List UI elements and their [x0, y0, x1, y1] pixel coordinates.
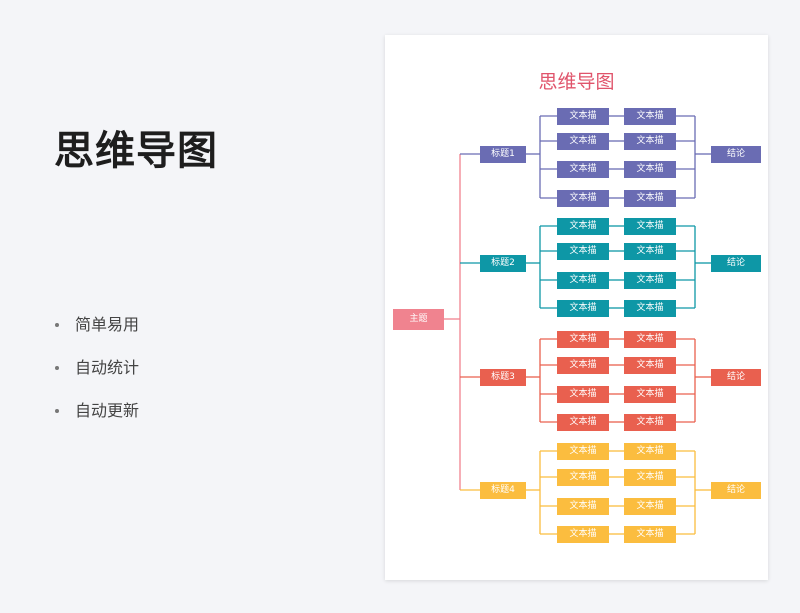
branch-node-3[interactable]: 标题3	[480, 368, 526, 386]
root-node[interactable]: 主题	[393, 308, 444, 330]
conclusion-node[interactable]: 结论	[711, 254, 761, 272]
text-node[interactable]: 文本描	[624, 413, 676, 431]
text-node[interactable]: 文本描	[624, 160, 676, 178]
text-node[interactable]: 文本描	[557, 525, 609, 543]
feature-label: 自动统计	[75, 358, 140, 377]
connector-lines	[444, 115, 711, 535]
text-node[interactable]: 文本描	[557, 330, 609, 348]
text-node[interactable]: 文本描	[557, 271, 609, 289]
text-node[interactable]: 文本描	[624, 385, 676, 403]
text-node[interactable]: 文本描	[557, 497, 609, 515]
text-node[interactable]: 文本描	[557, 132, 609, 150]
conclusion-node[interactable]: 结论	[711, 481, 761, 499]
text-node[interactable]: 文本描	[624, 217, 676, 235]
text-node[interactable]: 文本描	[624, 525, 676, 543]
text-node[interactable]: 文本描	[557, 356, 609, 374]
bullet-icon	[55, 409, 59, 413]
text-node[interactable]: 文本描	[624, 442, 676, 460]
branch-node-4[interactable]: 标题4	[480, 481, 526, 499]
text-node[interactable]: 文本描	[557, 107, 609, 125]
conclusion-node[interactable]: 结论	[711, 145, 761, 163]
mindmap-title: 思维导图	[538, 71, 615, 93]
feature-item: 自动统计	[55, 355, 139, 398]
bullet-icon	[55, 366, 59, 370]
text-node[interactable]: 文本描	[557, 160, 609, 178]
text-node[interactable]: 文本描	[624, 242, 676, 260]
text-node[interactable]: 文本描	[624, 271, 676, 289]
feature-item: 简单易用	[55, 312, 139, 355]
text-node[interactable]: 文本描	[557, 442, 609, 460]
page-title: 思维导图	[54, 128, 218, 174]
text-node[interactable]: 文本描	[557, 413, 609, 431]
text-node[interactable]: 文本描	[624, 299, 676, 317]
text-node[interactable]: 文本描	[557, 242, 609, 260]
text-node[interactable]: 文本描	[557, 468, 609, 486]
feature-list: 简单易用 自动统计 自动更新	[55, 312, 139, 441]
conclusion-node[interactable]: 结论	[711, 368, 761, 386]
feature-label: 自动更新	[75, 401, 140, 420]
branch-node-2[interactable]: 标题2	[480, 254, 526, 272]
text-node[interactable]: 文本描	[557, 299, 609, 317]
text-node[interactable]: 文本描	[624, 107, 676, 125]
text-node[interactable]: 文本描	[557, 385, 609, 403]
text-node[interactable]: 文本描	[557, 189, 609, 207]
text-node[interactable]: 文本描	[557, 217, 609, 235]
text-node[interactable]: 文本描	[624, 330, 676, 348]
text-node[interactable]: 文本描	[624, 497, 676, 515]
text-node[interactable]: 文本描	[624, 189, 676, 207]
feature-item: 自动更新	[55, 398, 139, 441]
text-node[interactable]: 文本描	[624, 468, 676, 486]
branch-node-1[interactable]: 标题1	[480, 145, 526, 163]
feature-label: 简单易用	[75, 315, 140, 334]
bullet-icon	[55, 323, 59, 327]
text-node[interactable]: 文本描	[624, 132, 676, 150]
text-node[interactable]: 文本描	[624, 356, 676, 374]
